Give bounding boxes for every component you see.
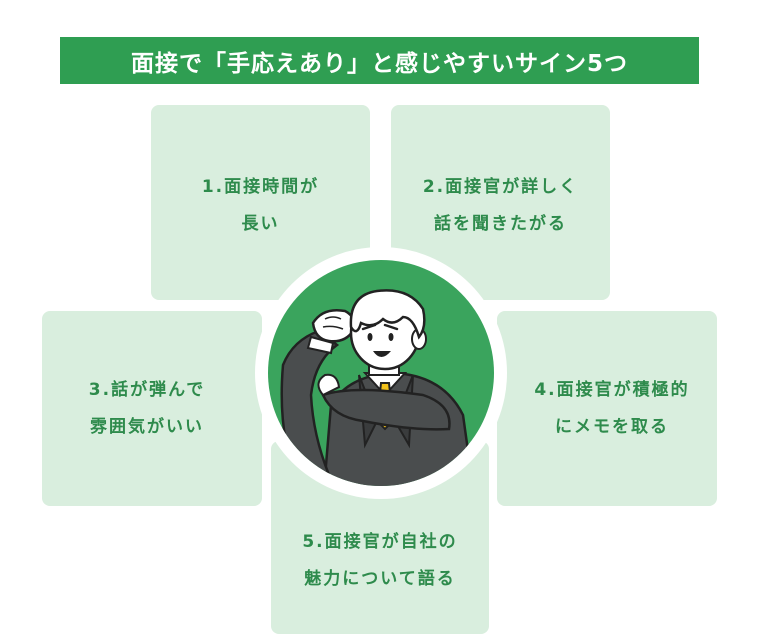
fist — [311, 309, 356, 343]
folded-arm — [321, 388, 451, 431]
hair — [349, 289, 426, 340]
sign-3-line-1: 3.話が弾んで — [88, 379, 206, 400]
sign-5-line-2: 魅力について語る — [304, 569, 456, 589]
title-banner: 面接で「手応えあり」と感じやすいサイン5つ — [60, 37, 699, 84]
sign-card-2: 2.面接官が詳しく 話を聞きたがる — [391, 105, 610, 300]
sign-3-line-2: 雰囲気がいい — [90, 416, 204, 437]
sign-5-line-1: 5.面接官が自社の — [302, 532, 458, 552]
businessman-flexing-illustration — [255, 247, 507, 499]
sign-2-line-2: 話を聞きたがる — [434, 214, 567, 234]
sign-2-line-1: 2.面接官が詳しく — [422, 177, 579, 197]
sign-1-line-1: 1.面接時間が — [201, 177, 320, 197]
sign-card-4: 4.面接官が積極的 にメモを取る — [497, 311, 717, 506]
sign-card-1: 1.面接時間が 長い — [151, 105, 370, 300]
sign-1-line-2: 長い — [241, 214, 280, 234]
page-title: 面接で「手応えあり」と感じやすいサイン5つ — [130, 50, 628, 77]
sign-card-3: 3.話が弾んで 雰囲気がいい — [42, 311, 262, 506]
sign-4-line-2: にメモを取る — [555, 416, 669, 437]
sign-4-line-1: 4.面接官が積極的 — [534, 379, 690, 400]
